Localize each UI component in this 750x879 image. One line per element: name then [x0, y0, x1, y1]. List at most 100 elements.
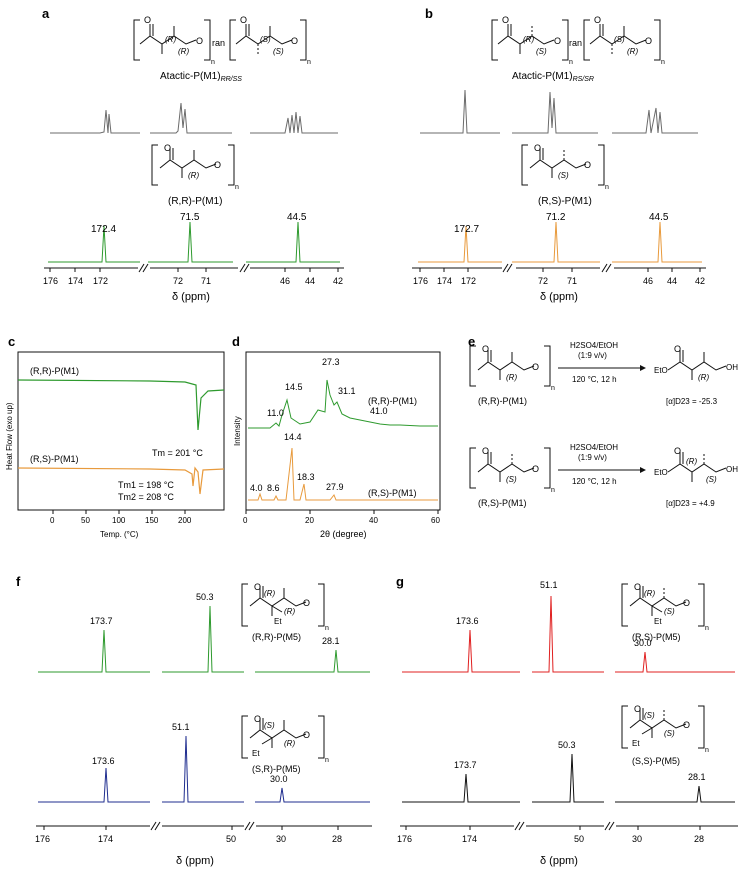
peak-label: 51.1: [540, 580, 558, 590]
atactic-label: Atactic-P(M1)RR/SS: [160, 71, 242, 83]
ester-o: O: [303, 730, 310, 740]
e-row2-polymer-structure: [469, 447, 551, 489]
tick-label: 42: [695, 276, 705, 286]
arrow-head-icon: [640, 365, 646, 371]
tick-label: 28: [332, 834, 342, 844]
tick-label: 174: [437, 276, 452, 286]
stereo-r: (R): [523, 35, 534, 44]
x-axis-label: Temp. (°C): [100, 530, 139, 539]
carbonyl-o: O: [482, 344, 489, 354]
panel-a-label: a: [42, 6, 50, 21]
y-axis-label: Intensity: [233, 416, 242, 446]
annotation-tm1: Tm1 = 198 °C: [118, 480, 174, 490]
panel-f-x-axis: [36, 821, 372, 831]
panel-g: g O (R) (S) O Et n (R,S)-P(M5) 173.6 51.…: [396, 574, 738, 867]
stereo-r: (R): [284, 607, 295, 616]
ester-o: O: [683, 598, 690, 608]
tick-label: 50: [226, 834, 236, 844]
series-label-rr: (R,R)-P(M1): [368, 396, 417, 406]
panel-f: f O (R) (R) O Et n (R,R)-P(M5) 173.7 50.…: [16, 574, 372, 867]
e-row1-ratio: (1:9 v/v): [578, 351, 607, 360]
tick-label: 71: [201, 276, 211, 286]
tick-label: 71: [567, 276, 577, 286]
x-axis-label: δ (ppm): [540, 291, 578, 303]
carbonyl-o: O: [634, 582, 641, 592]
panel-a: a O (R) (R) O ran O (S) (S) O n n Atacti…: [42, 6, 344, 303]
tick-label: 30: [632, 834, 642, 844]
tick-label: 176: [397, 834, 412, 844]
peak-label: 14.4: [284, 432, 302, 442]
x-axis-label: 2θ (degree): [320, 529, 367, 539]
peak-label: 44.5: [649, 212, 669, 223]
panel-e: e O (R) O n (R,R)-P(M1) H2SO4/EtOH (1:9 …: [468, 334, 738, 508]
panel-d-x-ticks: [245, 510, 439, 514]
ester-o: O: [303, 598, 310, 608]
peak-label: 173.6: [92, 756, 115, 766]
peak-label: 71.2: [546, 212, 566, 223]
f-bottom-spectrum: [38, 735, 370, 803]
atactic-label: Atactic-P(M1)RS/SR: [512, 71, 594, 83]
e-row1-conditions: 120 °C, 12 h: [572, 375, 617, 384]
f-top-spectrum: [38, 605, 370, 673]
stereo-s: (S): [644, 711, 655, 720]
f-bottom-structure: [241, 715, 325, 759]
e-row2-product-structure: [667, 452, 727, 482]
panel-c-frame: [17, 351, 225, 511]
panel-a-atactic-spectrum: [50, 102, 338, 134]
g-top-spectrum: [402, 595, 735, 673]
panel-b-spectrum: [418, 221, 702, 263]
stereo-s: (S): [264, 721, 275, 730]
peak-label: 172.7: [454, 224, 479, 235]
tick-label: 176: [413, 276, 428, 286]
ester-o: O: [532, 464, 539, 474]
tick-label: 176: [43, 276, 58, 286]
peak-label: 30.0: [634, 638, 652, 648]
peak-label: 8.6: [267, 483, 280, 493]
g-bottom-polymer: (S,S)-P(M5): [632, 756, 680, 766]
g-top-structure: [621, 583, 705, 627]
stereo-r: (R): [506, 373, 517, 382]
stereo-r: (R): [264, 589, 275, 598]
stereo-r: (R): [165, 35, 176, 44]
e-row2-reagent: H2SO4/EtOH: [570, 443, 618, 452]
tick-label: 0: [50, 516, 55, 525]
tick-label: 44: [667, 276, 677, 286]
peak-label: 14.5: [285, 382, 303, 392]
panel-a-atactic-structure: [133, 19, 307, 61]
peak-label: 173.6: [456, 616, 479, 626]
ester-o: O: [196, 36, 203, 46]
peak-label: 50.3: [196, 592, 214, 602]
g-bottom-structure: [621, 705, 705, 749]
dsc-curve-rr: [17, 379, 225, 431]
ethoxy-group: EtO: [654, 366, 668, 375]
panel-a-rr-structure: [151, 144, 235, 186]
peak-label: 41.0: [370, 406, 388, 416]
stereo-s: (S): [558, 171, 569, 180]
tick-label: 174: [462, 834, 477, 844]
hydroxyl-group: OH: [726, 363, 738, 372]
peak-label: 27.9: [326, 482, 344, 492]
peak-label: 4.0: [250, 483, 263, 493]
carbonyl-o: O: [634, 704, 641, 714]
carbonyl-o: O: [674, 344, 681, 354]
panel-b-atactic-structure: [491, 19, 661, 61]
peak-label: 30.0: [270, 774, 288, 784]
subscript-n: n: [235, 184, 239, 191]
carbonyl-o: O: [502, 15, 509, 25]
e-row2-rotation: [α]D23 = +4.9: [666, 499, 715, 508]
tick-label: 42: [333, 276, 343, 286]
peak-label: 28.1: [322, 636, 340, 646]
panel-a-spectrum: [48, 221, 340, 263]
carbonyl-o: O: [674, 446, 681, 456]
ester-o: O: [683, 720, 690, 730]
ester-o: O: [291, 36, 298, 46]
panel-b-label: b: [425, 6, 433, 21]
tick-label: 172: [93, 276, 108, 286]
peak-label: 51.1: [172, 722, 190, 732]
subscript-n: n: [551, 487, 555, 494]
annotation-tm: Tm = 201 °C: [152, 448, 203, 458]
tick-label: 72: [538, 276, 548, 286]
carbonyl-o: O: [240, 15, 247, 25]
subscript-n: n: [569, 59, 573, 66]
